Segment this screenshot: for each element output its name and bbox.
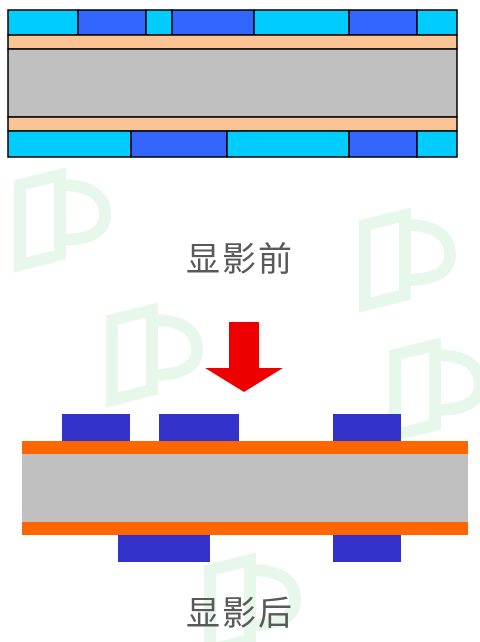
- bottom-copper-layer: [22, 522, 468, 535]
- film-segment: [7, 9, 79, 36]
- resist-pad: [62, 414, 130, 441]
- film-segment: [348, 9, 418, 36]
- down-arrow-icon: [205, 322, 283, 392]
- film-segment: [77, 9, 147, 36]
- resist-pad: [333, 414, 401, 441]
- film-segment: [226, 130, 350, 158]
- watermark-logo: [204, 552, 302, 642]
- film-segment: [348, 130, 418, 158]
- before-development-stack: [7, 9, 458, 158]
- top-copper-layer: [7, 34, 458, 50]
- after-development-stack: [22, 414, 468, 562]
- resist-pad: [333, 535, 401, 562]
- film-segment: [416, 130, 458, 158]
- film-segment: [171, 9, 255, 36]
- watermark-logo: [359, 207, 457, 313]
- resist-pad: [118, 535, 210, 562]
- watermark-logo: [106, 302, 204, 408]
- film-segment: [416, 9, 458, 36]
- substrate-core: [7, 48, 458, 118]
- film-segment: [253, 9, 350, 36]
- caption-before-development: 显影前: [186, 240, 294, 280]
- top-copper-layer: [22, 441, 468, 454]
- film-segment: [7, 130, 132, 158]
- bottom-copper-layer: [7, 116, 458, 132]
- substrate-core: [22, 454, 468, 522]
- resist-pad: [159, 414, 239, 441]
- top-dry-film-layer: [7, 9, 458, 36]
- film-segment: [145, 9, 173, 36]
- bottom-dry-film-layer: [7, 130, 458, 158]
- caption-after-development: 显影后: [186, 594, 294, 634]
- watermark-logo: [14, 167, 112, 273]
- film-segment: [130, 130, 228, 158]
